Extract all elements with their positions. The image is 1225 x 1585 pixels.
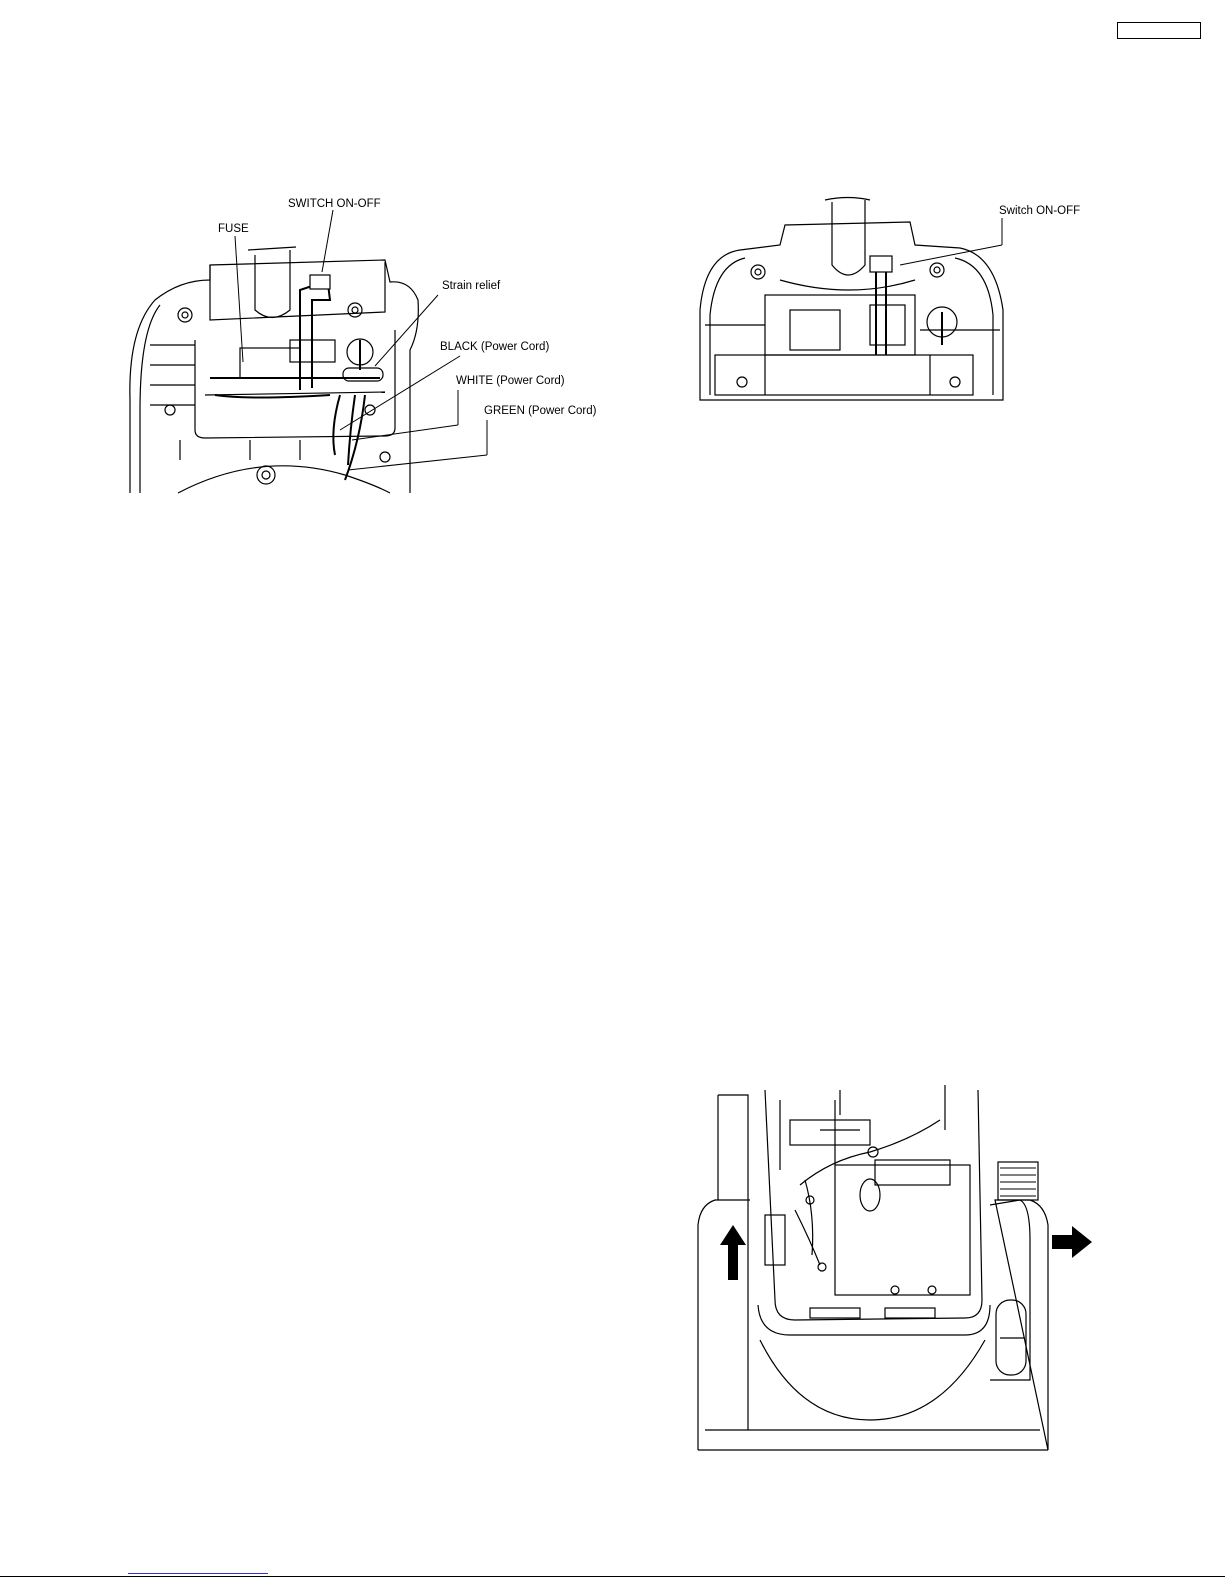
figure3-disassembly-diagram bbox=[0, 0, 1225, 1480]
arrow-right-icon bbox=[1052, 1226, 1092, 1258]
arrow-up-icon bbox=[720, 1225, 746, 1280]
footer-link-underline[interactable] bbox=[128, 1573, 268, 1574]
footer-rule bbox=[0, 1576, 1225, 1577]
